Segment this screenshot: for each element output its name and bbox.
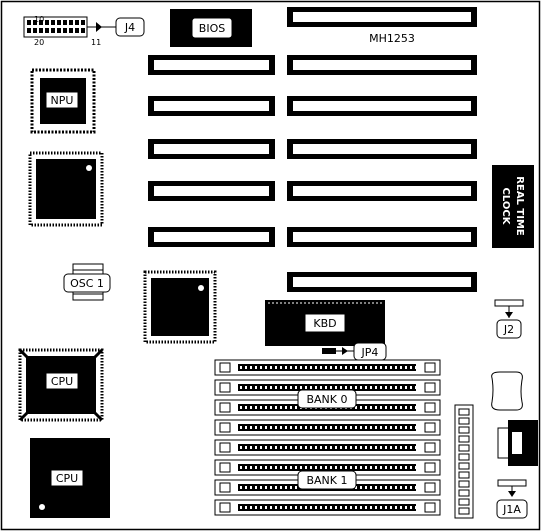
bank0-label: BANK 0 <box>306 393 347 406</box>
expansion-slot <box>287 272 477 292</box>
npu-chip: NPU <box>30 68 96 134</box>
expansion-slot <box>287 7 477 27</box>
bank1-tag: BANK 1 <box>297 470 357 490</box>
oscillator: OSC 1 <box>63 263 111 301</box>
real-time-clock: REAL TIME CLOCK <box>492 165 534 248</box>
j4-pin11-label: 11 <box>91 38 101 47</box>
rtc-label-line1: REAL TIME <box>514 176 525 236</box>
cpu-upper-label: CPU <box>51 375 73 388</box>
j2-label: J2 <box>503 323 514 336</box>
osc-label: OSC 1 <box>70 277 104 290</box>
keyboard-connector <box>497 420 538 466</box>
kbd-label: KBD <box>313 317 336 330</box>
expansion-slot <box>148 96 275 116</box>
expansion-slot <box>287 55 477 75</box>
expansion-slot <box>148 181 275 201</box>
jp4-jumper: JP4 <box>322 342 387 361</box>
expansion-slot <box>287 181 477 201</box>
keyboard-controller: KBD <box>265 300 385 346</box>
j2-jumper: J2 <box>494 299 524 339</box>
battery <box>491 371 523 411</box>
expansion-slot <box>148 227 275 247</box>
expansion-slot <box>287 139 477 159</box>
expansion-slot <box>148 139 275 159</box>
j1a-label: J1A <box>502 503 521 516</box>
j1a-jumper: J1A <box>496 479 528 519</box>
rtc-label-line2: CLOCK <box>500 188 511 226</box>
npu-label: NPU <box>51 94 74 107</box>
bios-chip: BIOS <box>170 9 252 47</box>
plcc-chip-upper <box>28 151 104 227</box>
cpu-lower-label: CPU <box>56 472 78 485</box>
simm-socket <box>214 439 441 456</box>
simm-socket <box>214 359 441 376</box>
simm-socket <box>214 499 441 516</box>
bank1-label: BANK 1 <box>306 474 347 487</box>
cpu-lower: CPU <box>30 438 110 518</box>
simm-socket <box>214 419 441 436</box>
j4-header: 10 20 11 J4 <box>23 15 145 47</box>
model-label: MH1253 <box>369 32 415 45</box>
j4-pin20-label: 20 <box>34 38 44 47</box>
expansion-slots <box>148 7 477 292</box>
power-connector <box>454 404 474 519</box>
j4-label: J4 <box>124 21 135 34</box>
expansion-slot <box>287 227 477 247</box>
expansion-slot <box>148 55 275 75</box>
bank0-tag: BANK 0 <box>297 389 357 409</box>
plcc-chip-middle <box>143 270 217 344</box>
j4-pin10-label: 10 <box>34 15 44 24</box>
simm-socket <box>214 459 441 476</box>
expansion-slot <box>287 96 477 116</box>
bios-label: BIOS <box>199 22 225 35</box>
jp4-label: JP4 <box>361 346 379 359</box>
cpu-upper: CPU <box>18 348 104 422</box>
